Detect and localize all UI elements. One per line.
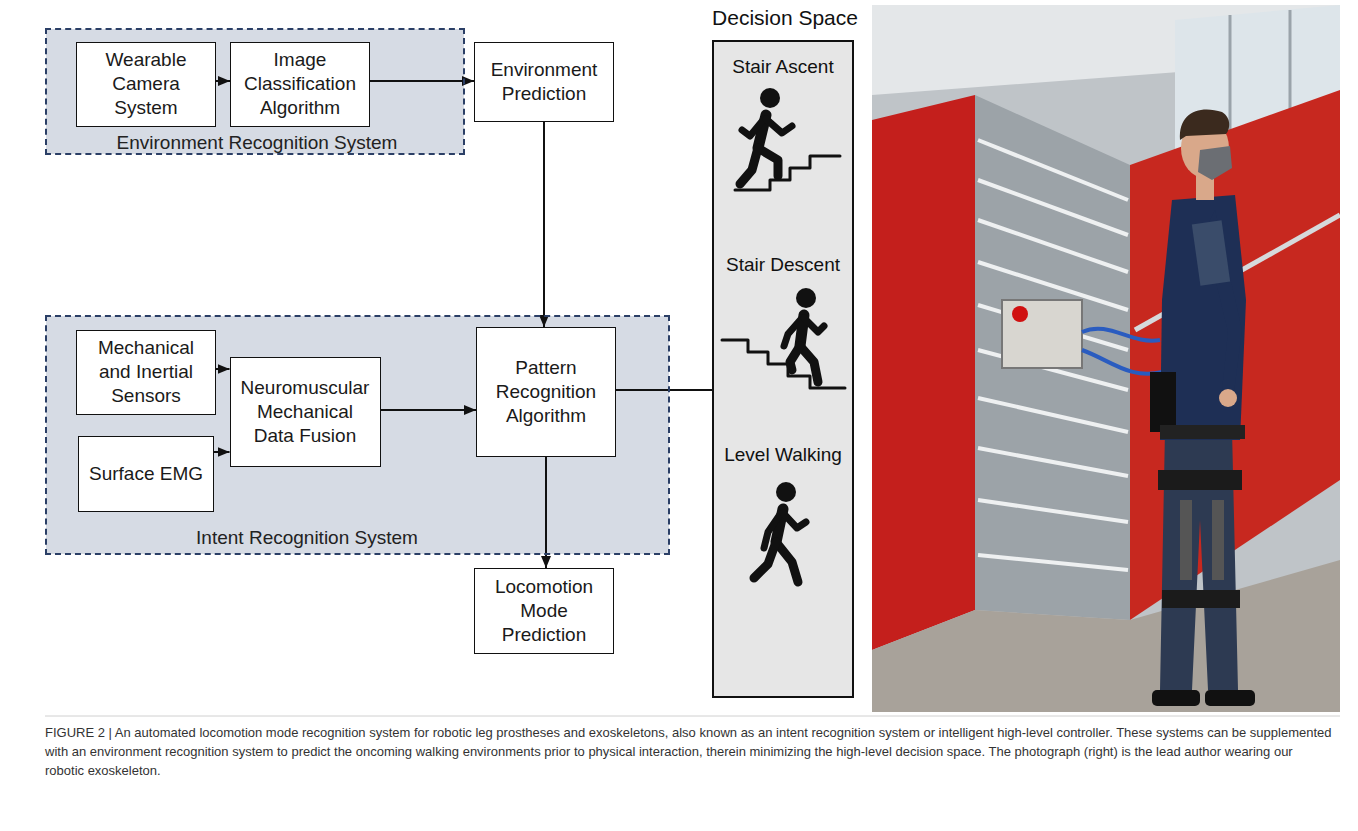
- mode-label: Stair Ascent: [714, 56, 852, 78]
- step: [978, 398, 1128, 432]
- mode-label: Level Walking: [714, 444, 852, 466]
- box-label: Image Classification Algorithm: [231, 48, 369, 119]
- shoe: [1205, 690, 1255, 706]
- exo-strut: [1212, 500, 1224, 580]
- step: [978, 500, 1128, 522]
- icon-arm: [742, 119, 764, 136]
- box-label: Environment Prediction: [475, 58, 613, 106]
- mode-label: Stair Descent: [714, 254, 852, 276]
- staircase: [975, 95, 1130, 620]
- exo-strut: [1180, 500, 1192, 580]
- step: [978, 555, 1128, 570]
- icon-stairs: [722, 340, 845, 388]
- figure-caption: FIGURE 2 | An automated locomotion mode …: [45, 724, 1335, 781]
- hip-unit: [1150, 372, 1176, 432]
- icon-arm: [766, 119, 792, 133]
- arrow-connector: [214, 451, 230, 453]
- box-label: Neuromuscular Mechanical Data Fusion: [231, 376, 380, 447]
- hair: [1180, 109, 1229, 140]
- arrow-connector: [216, 368, 230, 370]
- exo-thigh-brace: [1158, 470, 1242, 490]
- arrow-connector: [545, 457, 547, 568]
- process-box: Locomotion Mode Prediction: [474, 568, 614, 654]
- icon-leg: [790, 346, 800, 370]
- icon-head: [796, 288, 816, 308]
- photo-ground: [872, 5, 1340, 712]
- arrow-connector: [381, 409, 477, 411]
- arrow-connector: [370, 80, 474, 82]
- process-box: Mechanical and Inertial Sensors: [76, 330, 216, 415]
- step: [978, 220, 1128, 272]
- group-region: Environment Recognition System Wearable C…: [45, 28, 465, 155]
- icon-leg: [754, 542, 776, 578]
- decision-panel: Decision SpaceStair AscentStair DescentL…: [712, 40, 854, 698]
- box-label: Wearable Camera System: [77, 48, 215, 119]
- box-label: Pattern Recognition Algorithm: [477, 356, 615, 427]
- exo-shin-brace: [1162, 590, 1240, 608]
- icon-arm: [783, 513, 806, 528]
- box-label: Surface EMG: [83, 462, 209, 486]
- red-wall: [1130, 90, 1340, 620]
- icon-head: [776, 482, 796, 502]
- process-box: Pattern Recognition Algorithm: [476, 327, 616, 457]
- red-wall: [872, 95, 975, 650]
- connector-line: [616, 389, 712, 391]
- icon-arm: [804, 318, 824, 332]
- icon-leg: [776, 542, 798, 582]
- arrow-connector: [216, 80, 230, 82]
- box-label: Mechanical and Inertial Sensors: [77, 336, 215, 407]
- panel-heading: Decision Space: [694, 6, 876, 30]
- stair-descent-icon: [722, 288, 845, 388]
- step: [978, 448, 1128, 476]
- process-box: Environment Prediction: [474, 42, 614, 122]
- group-fill: [46, 316, 669, 554]
- process-box: Surface EMG: [78, 436, 214, 512]
- icon-leg: [740, 148, 758, 184]
- control-box: [1002, 300, 1082, 368]
- box-label: Locomotion Mode Prediction: [475, 575, 613, 646]
- floor: [872, 560, 1340, 712]
- icon-stairs: [735, 156, 840, 190]
- cable: [1082, 329, 1160, 341]
- level-walking-icon: [754, 482, 806, 582]
- process-box: Neuromuscular Mechanical Data Fusion: [230, 357, 381, 467]
- icon-head: [760, 88, 780, 108]
- tablet: [1192, 220, 1230, 286]
- group-label: Intent Recognition System: [47, 527, 567, 549]
- shoe: [1152, 690, 1200, 706]
- jeans: [1160, 430, 1238, 690]
- face-mask: [1198, 146, 1232, 180]
- belt: [1160, 425, 1245, 439]
- stair-ascent-icon: [735, 88, 840, 190]
- stair-steps: [978, 140, 1128, 570]
- stop-button: [1012, 306, 1028, 322]
- group-label: Environment Recognition System: [47, 132, 467, 154]
- panel-fill: [713, 41, 853, 697]
- process-box: Wearable Camera System: [76, 42, 216, 127]
- photograph: [872, 5, 1340, 712]
- step: [978, 140, 1128, 200]
- cable: [1082, 350, 1162, 374]
- hand: [1219, 389, 1237, 407]
- process-box: Image Classification Algorithm: [230, 42, 370, 127]
- arrow-connector: [543, 122, 545, 327]
- caption-rule: [45, 716, 1340, 717]
- group-region: Intent Recognition System Mechanical and …: [45, 315, 670, 555]
